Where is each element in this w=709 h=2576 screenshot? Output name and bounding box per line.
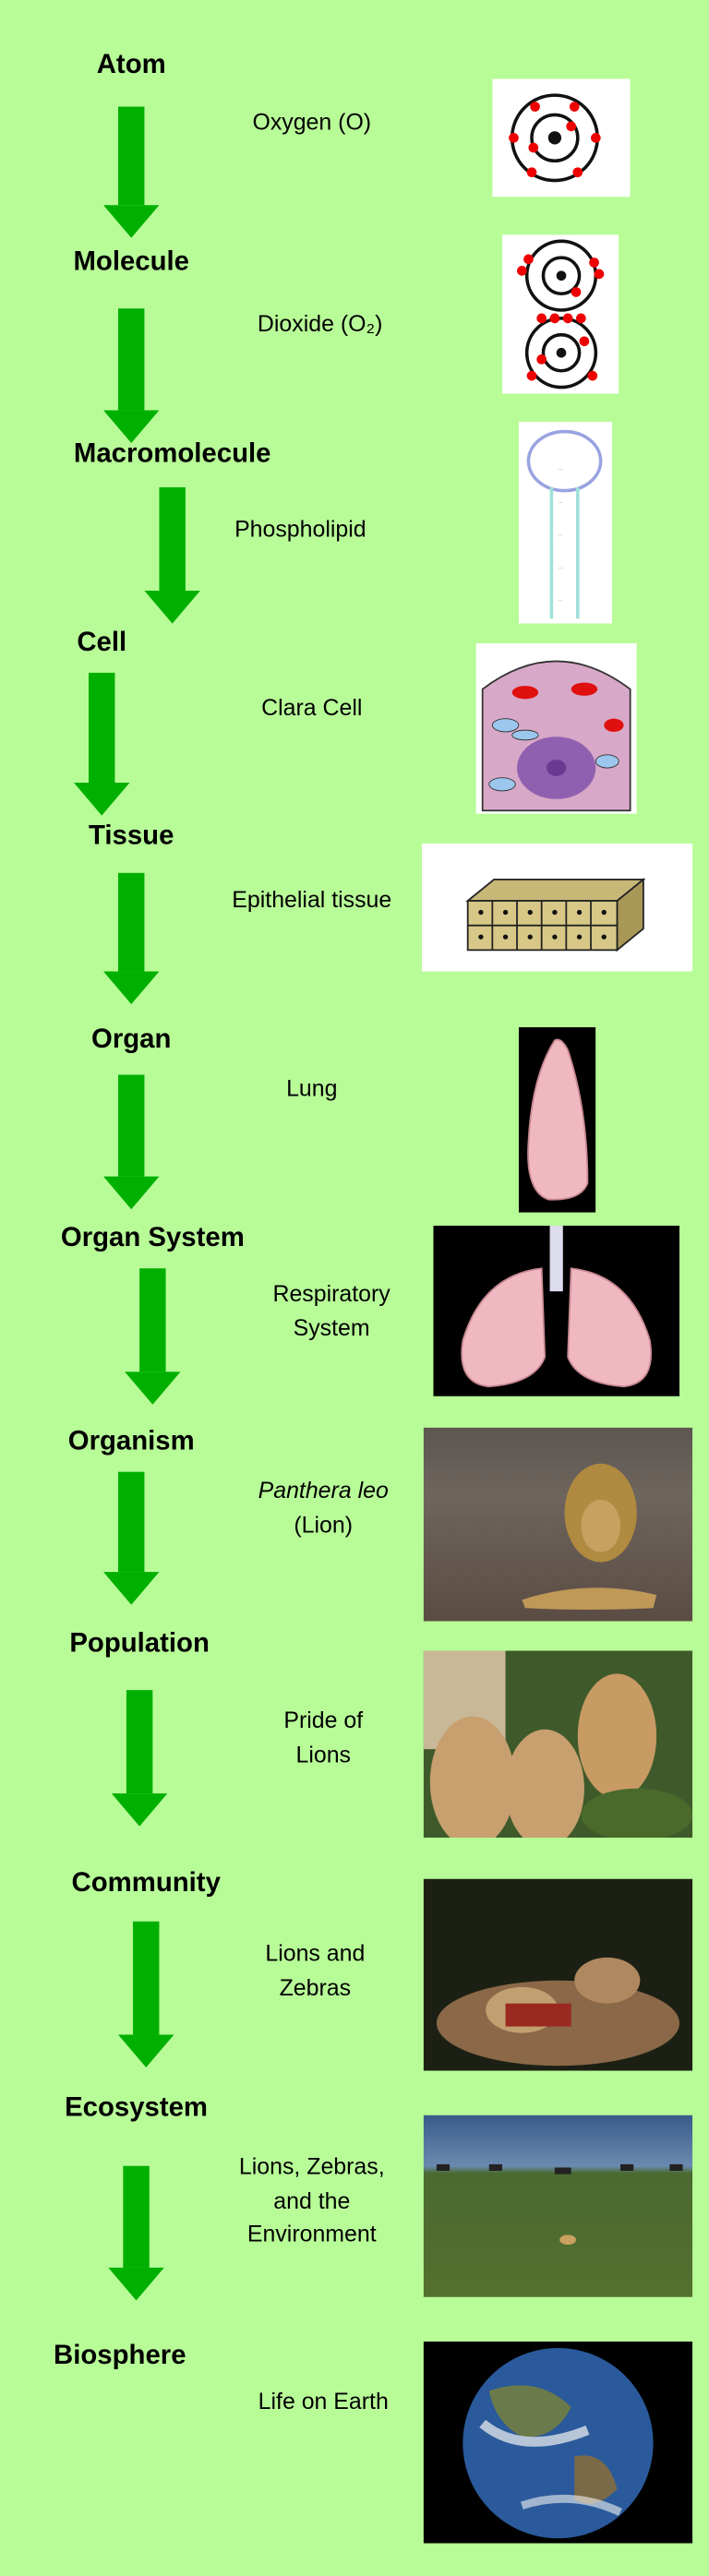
description-line: Respiratory [272, 1279, 391, 1307]
level-label: Biosphere [54, 2341, 186, 2371]
description-line: Lions [295, 1740, 351, 1767]
lion-photo [423, 1427, 693, 1622]
level-label: Tissue [89, 821, 174, 851]
phospholipid-diagram: ··· ··· ··· ··· ··· [518, 421, 613, 624]
description-line: Oxygen (O) [252, 108, 372, 135]
down-arrow-icon [125, 1268, 181, 1405]
description-line: Clara Cell [261, 694, 363, 721]
svg-text:···: ··· [558, 533, 563, 538]
level-label: Molecule [73, 246, 189, 277]
svg-text:···: ··· [558, 500, 563, 506]
level-label: Atom [96, 50, 166, 80]
lions-and-zebras-photo [423, 1878, 693, 2071]
level-example-description: Pride of Lions [283, 1703, 363, 1770]
level-label: Organism [67, 1426, 195, 1456]
description-line: Life on Earth [258, 2387, 389, 2414]
clara-cell-diagram [475, 642, 637, 814]
level-label: Population [69, 1628, 210, 1659]
down-arrow-icon [74, 672, 130, 816]
description-line: Phospholipid [234, 515, 367, 542]
down-arrow-icon [108, 2165, 164, 2301]
level-example-description: Epithelial tissue [232, 882, 391, 916]
level-example-description: Oxygen (O) [252, 105, 371, 138]
oxygen-atom-diagram [492, 78, 631, 198]
level-label: Community [71, 1868, 221, 1899]
down-arrow-icon [103, 106, 160, 238]
description-line: Lions and [265, 1939, 366, 1966]
description-line: Pride of [283, 1706, 364, 1733]
svg-text:···: ··· [558, 566, 563, 571]
down-arrow-icon [103, 308, 160, 444]
oxygen-molecule-diagram [502, 234, 619, 394]
down-arrow-icon [111, 1690, 168, 1827]
down-arrow-icon [103, 1471, 160, 1605]
level-example-description: Lung [286, 1072, 337, 1105]
description-line: Epithelial tissue [232, 886, 392, 913]
pride-of-lions-photo [423, 1650, 693, 1839]
savanna-ecosystem-photo [423, 2115, 693, 2297]
description-line: (Lion) [294, 1510, 354, 1537]
level-example-description: Clara Cell [261, 690, 362, 724]
level-label: Ecosystem [65, 2092, 209, 2123]
svg-text:···: ··· [558, 598, 563, 604]
down-arrow-icon [103, 872, 160, 1005]
description-line: and the [273, 2186, 351, 2213]
description-line: Panthera leo [258, 1477, 389, 1504]
level-label: Cell [77, 628, 127, 658]
description-line: Zebras [279, 1972, 352, 2000]
down-arrow-icon [118, 1921, 174, 2068]
description-line: Environment [246, 2220, 377, 2247]
down-arrow-icon [144, 487, 200, 624]
level-label: Organ [91, 1024, 172, 1055]
description-line: Dioxide (O₂) [257, 310, 383, 337]
level-example-description: Panthera leo (Lion) [258, 1473, 389, 1540]
description-line: System [293, 1313, 370, 1340]
level-label: Organ System [60, 1223, 245, 1253]
earth-photo [423, 2341, 693, 2544]
level-example-description: Life on Earth [258, 2384, 389, 2417]
description-line: Lions, Zebras, [238, 2152, 385, 2179]
down-arrow-icon [103, 1074, 160, 1210]
description-line: Lung [286, 1074, 338, 1101]
level-label: Macromolecule [73, 438, 271, 469]
respiratory-system-image [433, 1226, 680, 1396]
svg-text:···: ··· [558, 467, 563, 473]
level-example-description: Phospholipid [234, 512, 367, 545]
lung-image [518, 1026, 596, 1213]
level-example-description: Dioxide (O₂) [258, 306, 383, 340]
epithelial-tissue-diagram [421, 843, 693, 972]
